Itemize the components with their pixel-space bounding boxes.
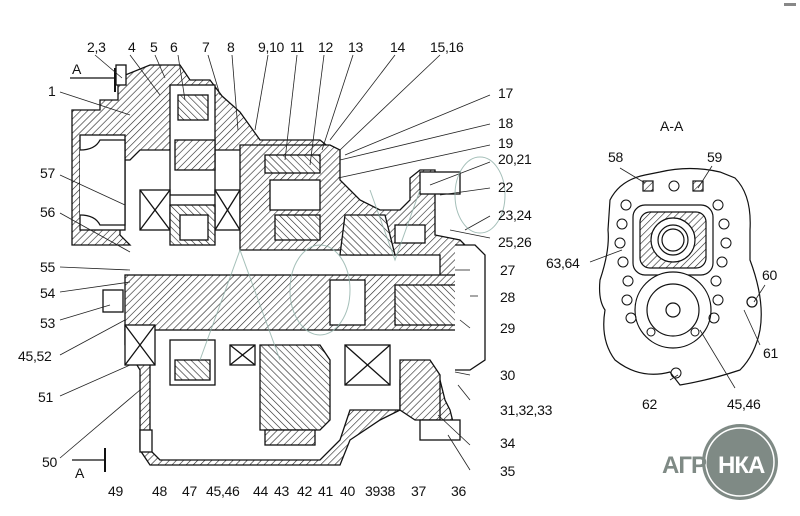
corner-mark bbox=[784, 3, 796, 6]
aa-leader-lines bbox=[589, 165, 766, 389]
right-cover bbox=[455, 244, 486, 371]
leader-lines bbox=[59, 54, 491, 471]
callout: 19 bbox=[498, 135, 513, 151]
callout: 41 bbox=[318, 483, 333, 499]
callout: 47 bbox=[182, 483, 197, 499]
callout: 30 bbox=[500, 367, 515, 383]
callout: 35 bbox=[500, 463, 515, 479]
lower-housing bbox=[124, 329, 456, 466]
callout: 27 bbox=[500, 262, 515, 278]
main-section-view bbox=[70, 64, 486, 472]
callout: 14 bbox=[390, 39, 405, 55]
logo-text-left: АГРО bbox=[662, 452, 724, 479]
logo-text-circle: НКА bbox=[718, 452, 765, 479]
callout: 17 bbox=[498, 85, 513, 101]
callout: 8 bbox=[227, 39, 235, 55]
callout: 53 bbox=[40, 315, 55, 331]
callout: 45,46 bbox=[727, 396, 761, 412]
callout: 25,26 bbox=[498, 234, 532, 250]
section-marker-bottom: A bbox=[75, 465, 85, 481]
callout: 42 bbox=[297, 483, 312, 499]
callout: 11 bbox=[290, 39, 304, 55]
callout: 9,10 bbox=[258, 39, 285, 55]
aa-bolt-holes bbox=[614, 180, 732, 379]
callout: 37 bbox=[411, 483, 426, 499]
callout: 1 bbox=[48, 83, 56, 99]
callout: 49 bbox=[108, 483, 123, 499]
logo-circle bbox=[702, 424, 778, 500]
section-marker-top: A bbox=[72, 61, 82, 77]
callout: 61 bbox=[763, 345, 778, 361]
callout: 22 bbox=[498, 179, 513, 195]
callout: 36 bbox=[451, 483, 466, 499]
section-view-title: A-A bbox=[660, 118, 684, 134]
callout: 56 bbox=[40, 204, 55, 220]
logo bbox=[702, 424, 778, 500]
callout: 18 bbox=[498, 115, 513, 131]
callout: 29 bbox=[500, 320, 515, 336]
callout: 31,32,33 bbox=[500, 402, 553, 418]
callout: 4 bbox=[128, 39, 136, 55]
callout: 43 bbox=[274, 483, 289, 499]
callout: 55 bbox=[40, 259, 55, 275]
callout: 45,46 bbox=[206, 483, 240, 499]
callout: 2,3 bbox=[87, 39, 106, 55]
callout: 34 bbox=[500, 435, 515, 451]
callout: 54 bbox=[40, 285, 55, 301]
callout: 51 bbox=[38, 389, 53, 405]
callout: 58 bbox=[608, 149, 623, 165]
callout: 40 bbox=[340, 483, 355, 499]
callout: 12 bbox=[318, 39, 333, 55]
callout: 63,64 bbox=[546, 255, 580, 271]
callout: 15,16 bbox=[430, 39, 464, 55]
callout: 45,52 bbox=[18, 348, 52, 364]
callout: 6 bbox=[170, 39, 178, 55]
callout: 57 bbox=[40, 165, 55, 181]
callout: 50 bbox=[42, 454, 57, 470]
callout: 59 bbox=[707, 149, 722, 165]
callout: 60 bbox=[762, 267, 777, 283]
watermark bbox=[199, 156, 506, 361]
callout: 5 bbox=[150, 39, 158, 55]
callout: 44 bbox=[253, 483, 268, 499]
section-aa-view bbox=[598, 167, 762, 386]
callout: 3938 bbox=[365, 483, 395, 499]
callout: 13 bbox=[348, 39, 363, 55]
callout: 20,21 bbox=[498, 151, 532, 167]
callout: 7 bbox=[202, 39, 210, 55]
callout: 62 bbox=[642, 396, 657, 412]
callout: 28 bbox=[500, 289, 515, 305]
callout: 48 bbox=[152, 483, 167, 499]
callout: 23,24 bbox=[498, 207, 532, 223]
